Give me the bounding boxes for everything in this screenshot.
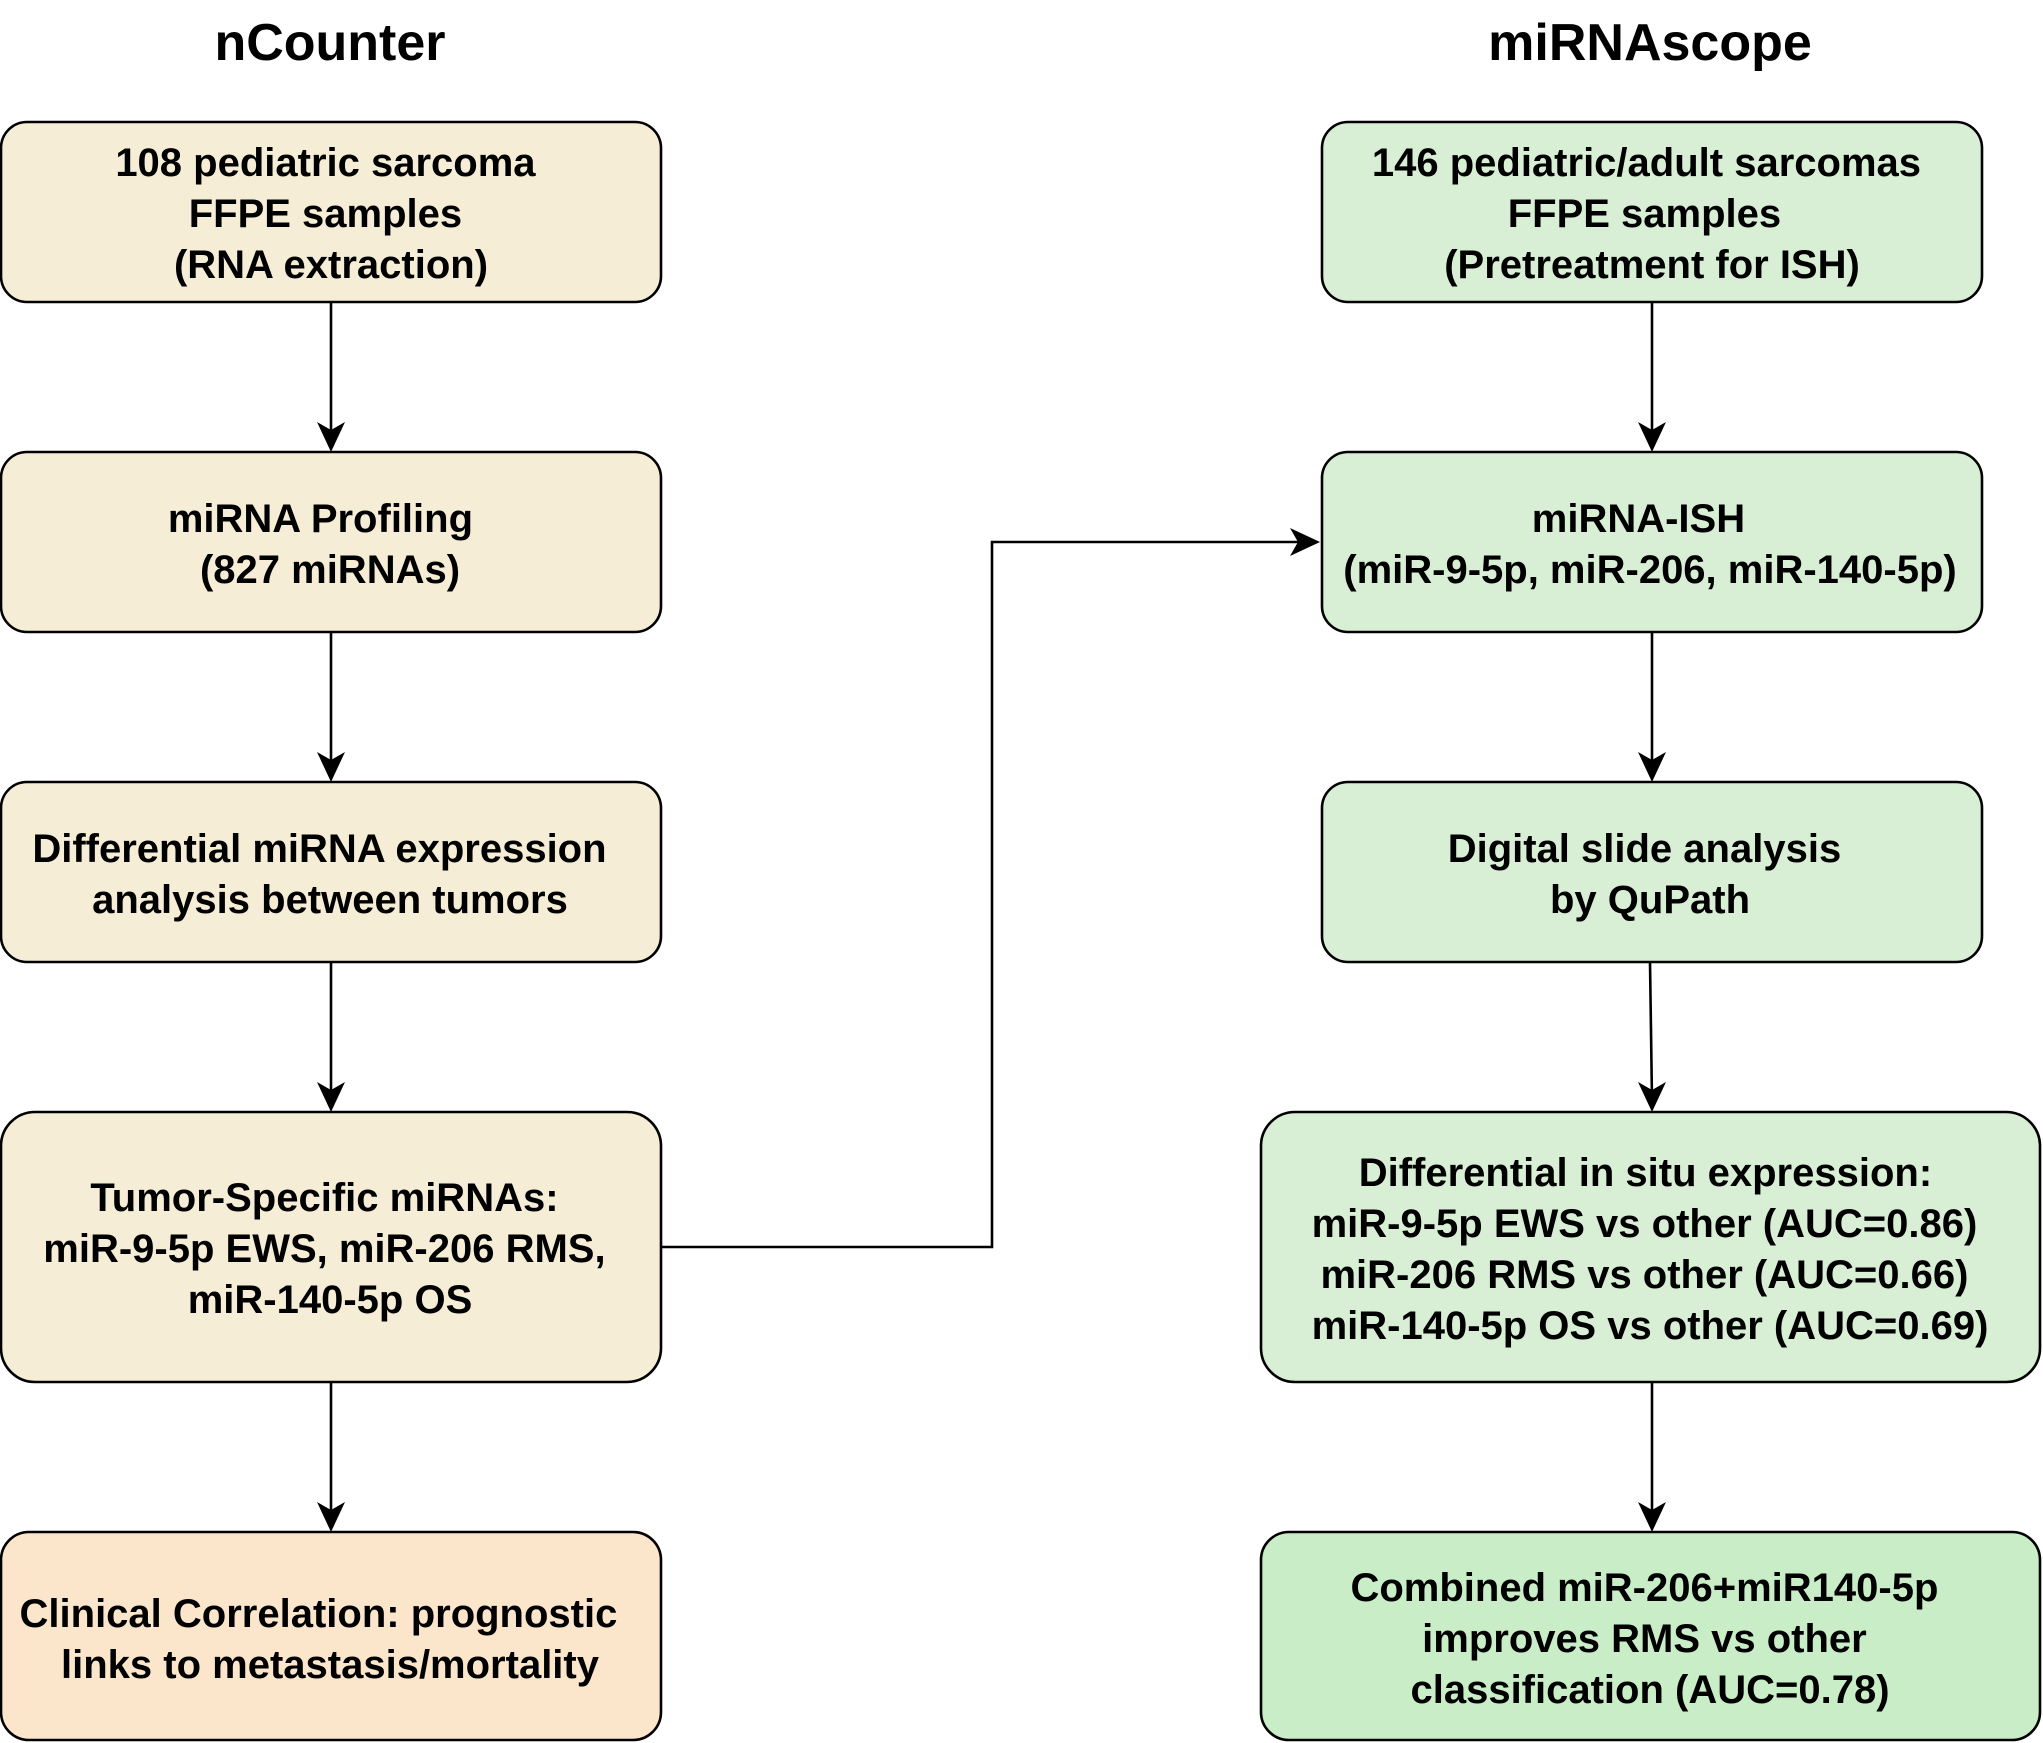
node-line: Differential in situ expression:: [1359, 1151, 1932, 1195]
node-line: (827 miRNAs): [200, 548, 460, 592]
node-line: FFPE samples: [189, 192, 462, 236]
node-line: (miR-9-5p, miR-206, miR-140-5p): [1343, 548, 1956, 592]
node-line: classification (AUC=0.78): [1410, 1668, 1889, 1712]
edge-tumor-specific-to-ish: [661, 528, 1320, 1249]
edge-tumor-specific-to-clinical: [317, 1382, 345, 1532]
svg-text:146 pediatric/adult sarcomas: 146 pediatric/adult sarcomas FFPE sample…: [1372, 141, 1932, 287]
node-line: (Pretreatment for ISH): [1444, 243, 1860, 287]
node-line: miRNA Profiling: [168, 497, 473, 541]
node-line: improves RMS vs other: [1422, 1617, 1867, 1661]
node-diff-expr: Differential miRNA expression analysis b…: [0, 780, 663, 964]
node-line: Tumor-Specific miRNAs:: [90, 1176, 558, 1220]
svg-text:Differential miRNA expression: Differential miRNA expression analysis b…: [32, 827, 617, 922]
edge-ish-to-digital: [1638, 632, 1666, 782]
edge-samples-right-to-ish: [1638, 302, 1666, 452]
svg-text:miRNA-ISH (miR-9-5p, miR: miRNA-ISH (miR-9-5p, miR-206, miR-140-5p…: [1343, 497, 1956, 592]
node-line: by QuPath: [1550, 878, 1750, 922]
svg-text:108 pediatric sarcoma FF: 108 pediatric sarcoma FFPE samples (RNA …: [115, 141, 546, 287]
node-clinical: Clinical Correlation: prognostic links t…: [0, 1530, 663, 1742]
edge-in-situ-to-combined: [1638, 1382, 1666, 1532]
svg-text:Tumor-Specific miRNAs: m: Tumor-Specific miRNAs: miR-9-5p EWS, miR…: [43, 1176, 616, 1322]
svg-text:miRNA Profiling (827 miR: miRNA Profiling (827 miRNAs): [168, 497, 484, 592]
mirnascope-column-title: miRNAscope: [1488, 14, 1812, 72]
node-line: 146 pediatric/adult sarcomas: [1372, 141, 1921, 185]
node-line: Clinical Correlation: prognostic: [20, 1592, 618, 1636]
node-line: (RNA extraction): [174, 243, 488, 287]
edge-digital-to-in-situ: [1638, 961, 1666, 1112]
node-in-situ: Differential in situ expression: miR-9-5…: [1259, 1110, 2042, 1384]
node-combined: Combined miR-206+miR140-5p improves RMS …: [1259, 1530, 2042, 1742]
svg-text:Clinical Correlation: prognost: Clinical Correlation: prognostic links t…: [20, 1592, 629, 1687]
node-line: miR-9-5p EWS, miR-206 RMS,: [43, 1227, 605, 1271]
edge-samples-left-to-profiling: [317, 302, 345, 452]
node-line: miR-206 RMS vs other (AUC=0.66): [1320, 1253, 1968, 1297]
node-line: 108 pediatric sarcoma: [115, 141, 536, 185]
node-ish: miRNA-ISH (miR-9-5p, miR-206, miR-140-5p…: [1320, 450, 1984, 634]
node-digital: Digital slide analysis by QuPath: [1320, 780, 1984, 964]
ncounter-column-title: nCounter: [214, 14, 445, 72]
node-line: analysis between tumors: [92, 878, 568, 922]
node-samples-right: 146 pediatric/adult sarcomas FFPE sample…: [1320, 120, 1984, 304]
node-samples-left: 108 pediatric sarcoma FFPE samples (RNA …: [0, 120, 663, 304]
node-line: miR-140-5p OS vs other (AUC=0.69): [1312, 1304, 1989, 1348]
edge-diff-expr-to-tumor-specific: [317, 962, 345, 1112]
node-line: Combined miR-206+miR140-5p: [1350, 1566, 1938, 1610]
node-line: Differential miRNA expression: [32, 827, 606, 871]
node-line: miRNA-ISH: [1532, 497, 1745, 541]
node-profiling: miRNA Profiling (827 miRNAs): [0, 450, 663, 634]
svg-text:Digital slide analysis b: Digital slide analysis by QuPath: [1448, 827, 1853, 922]
edge-profiling-to-diff-expr: [317, 632, 345, 782]
node-line: Digital slide analysis: [1448, 827, 1842, 871]
node-line: links to metastasis/mortality: [61, 1643, 600, 1687]
node-line: miR-9-5p EWS vs other (AUC=0.86): [1312, 1202, 1978, 1246]
node-tumor-specific: Tumor-Specific miRNAs: miR-9-5p EWS, miR…: [0, 1110, 663, 1384]
svg-text:Differential in situ expressio: Differential in situ expression: miR-9-5…: [1312, 1151, 1989, 1348]
node-line: miR-140-5p OS: [188, 1278, 473, 1322]
svg-text:Combined miR-206+miR140-5p: Combined miR-206+miR140-5p improves RMS …: [1350, 1566, 1949, 1712]
node-line: FFPE samples: [1508, 192, 1781, 236]
